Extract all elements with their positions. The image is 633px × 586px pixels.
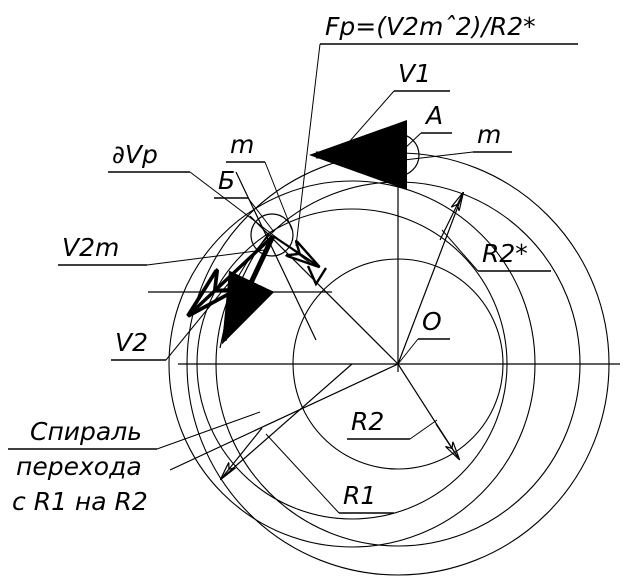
b-leader-line: [247, 197, 275, 233]
v2-leader-line: [165, 283, 229, 361]
right-angle-marker: [306, 265, 328, 287]
label-r2: R2: [351, 407, 384, 436]
right-angle-glyph: [306, 265, 328, 287]
label-center-o: O: [422, 307, 442, 336]
label-fp-formula: Fp=(V2mˆ2)/R2*: [325, 12, 536, 41]
label-m-left: m: [230, 130, 254, 159]
r2-leader-line: [409, 419, 438, 440]
o-leader-line: [397, 338, 419, 365]
R2-dimension-arrow: [435, 423, 459, 459]
chord-line-lower-left: [169, 363, 399, 471]
label-r1: R1: [343, 481, 376, 510]
label-dvp: ∂Vp: [112, 140, 158, 169]
label-spiral-line2: перехода: [16, 452, 142, 481]
label-m-right: m: [477, 120, 501, 149]
spiral-leader-line: [156, 411, 261, 450]
label-v2m: V2m: [62, 233, 119, 262]
label-point-a: A: [424, 101, 443, 130]
radius-line-to-B: [249, 215, 399, 365]
m-left-leader-line: [264, 161, 293, 231]
velocity-vectors-group: [190, 120, 407, 345]
dvp-leader-line: [189, 171, 315, 267]
fp-leader-line: [295, 43, 321, 247]
R1-dimension-arrow: [221, 427, 263, 479]
m-right-leader-line: [403, 151, 474, 161]
axes-group: [148, 150, 620, 479]
v2m-leader-line: [146, 249, 265, 266]
label-spiral-line3: с R1 на R2: [12, 487, 148, 516]
label-v2: V2: [115, 328, 148, 357]
label-v1: V1: [398, 59, 431, 88]
leader-lines-group: [146, 43, 479, 514]
label-spiral-line1: Спираль: [30, 417, 142, 446]
dimension-arrows-group: [221, 193, 463, 479]
V2m-tangential-velocity-arrow: [221, 234, 276, 345]
labels-group: Fp=(V2mˆ2)/R2* V1 A m m ∂Vp Б V2m R2* V2…: [8, 12, 578, 516]
label-point-b: Б: [218, 166, 235, 195]
a-leader-line: [385, 132, 422, 167]
radius-line-R1: [221, 363, 353, 479]
label-r2star: R2*: [482, 239, 528, 268]
point-B-marker-circle: [250, 213, 294, 257]
v1-leader-line: [341, 90, 395, 151]
r1-leader-line: [265, 433, 340, 514]
V2-velocity-arrow: [190, 234, 275, 314]
radius-line-R2star: [397, 195, 463, 365]
r2star-leader-line: [441, 229, 479, 272]
